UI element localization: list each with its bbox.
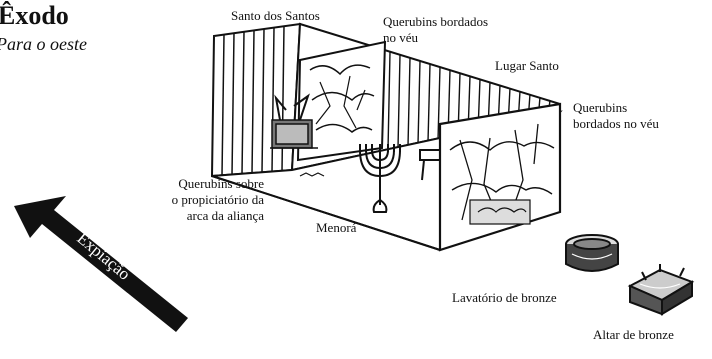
label-bronze-altar: Altar de bronze [593,327,674,342]
label-cherubim-veil-1: Querubins bordados [383,14,489,29]
floor-dash [299,172,325,177]
label-cherubim-entrance-1: Querubins [573,100,628,115]
atonement-arrow [14,196,188,332]
ark-of-covenant-icon [270,93,318,149]
page-title: Êxodo [0,1,69,30]
menorah-icon [359,144,401,213]
entrance-veil [438,102,562,252]
label-mercy-seat-2: o propiciatório da [171,192,264,207]
label-cherubim-entrance-2: bordados no véu [573,116,659,131]
label-mercy-seat-3: arca da aliança [186,208,264,223]
page-subtitle: Para o oeste [0,34,87,54]
bronze-altar-icon [627,264,695,316]
bronze-laver-icon [565,234,619,272]
label-holy-of-holies: Santo dos Santos [231,8,320,23]
label-cherubim-veil-2: no véu [383,30,419,45]
label-menorah: Menorá [316,220,357,235]
label-bronze-laver: Lavatório de bronze [452,290,557,305]
label-holy-place: Lugar Santo [495,58,559,73]
label-mercy-seat-1: Querubins sobre [178,176,264,191]
tabernacle-back-wall [210,22,302,178]
back-wall-stripes [221,25,285,176]
